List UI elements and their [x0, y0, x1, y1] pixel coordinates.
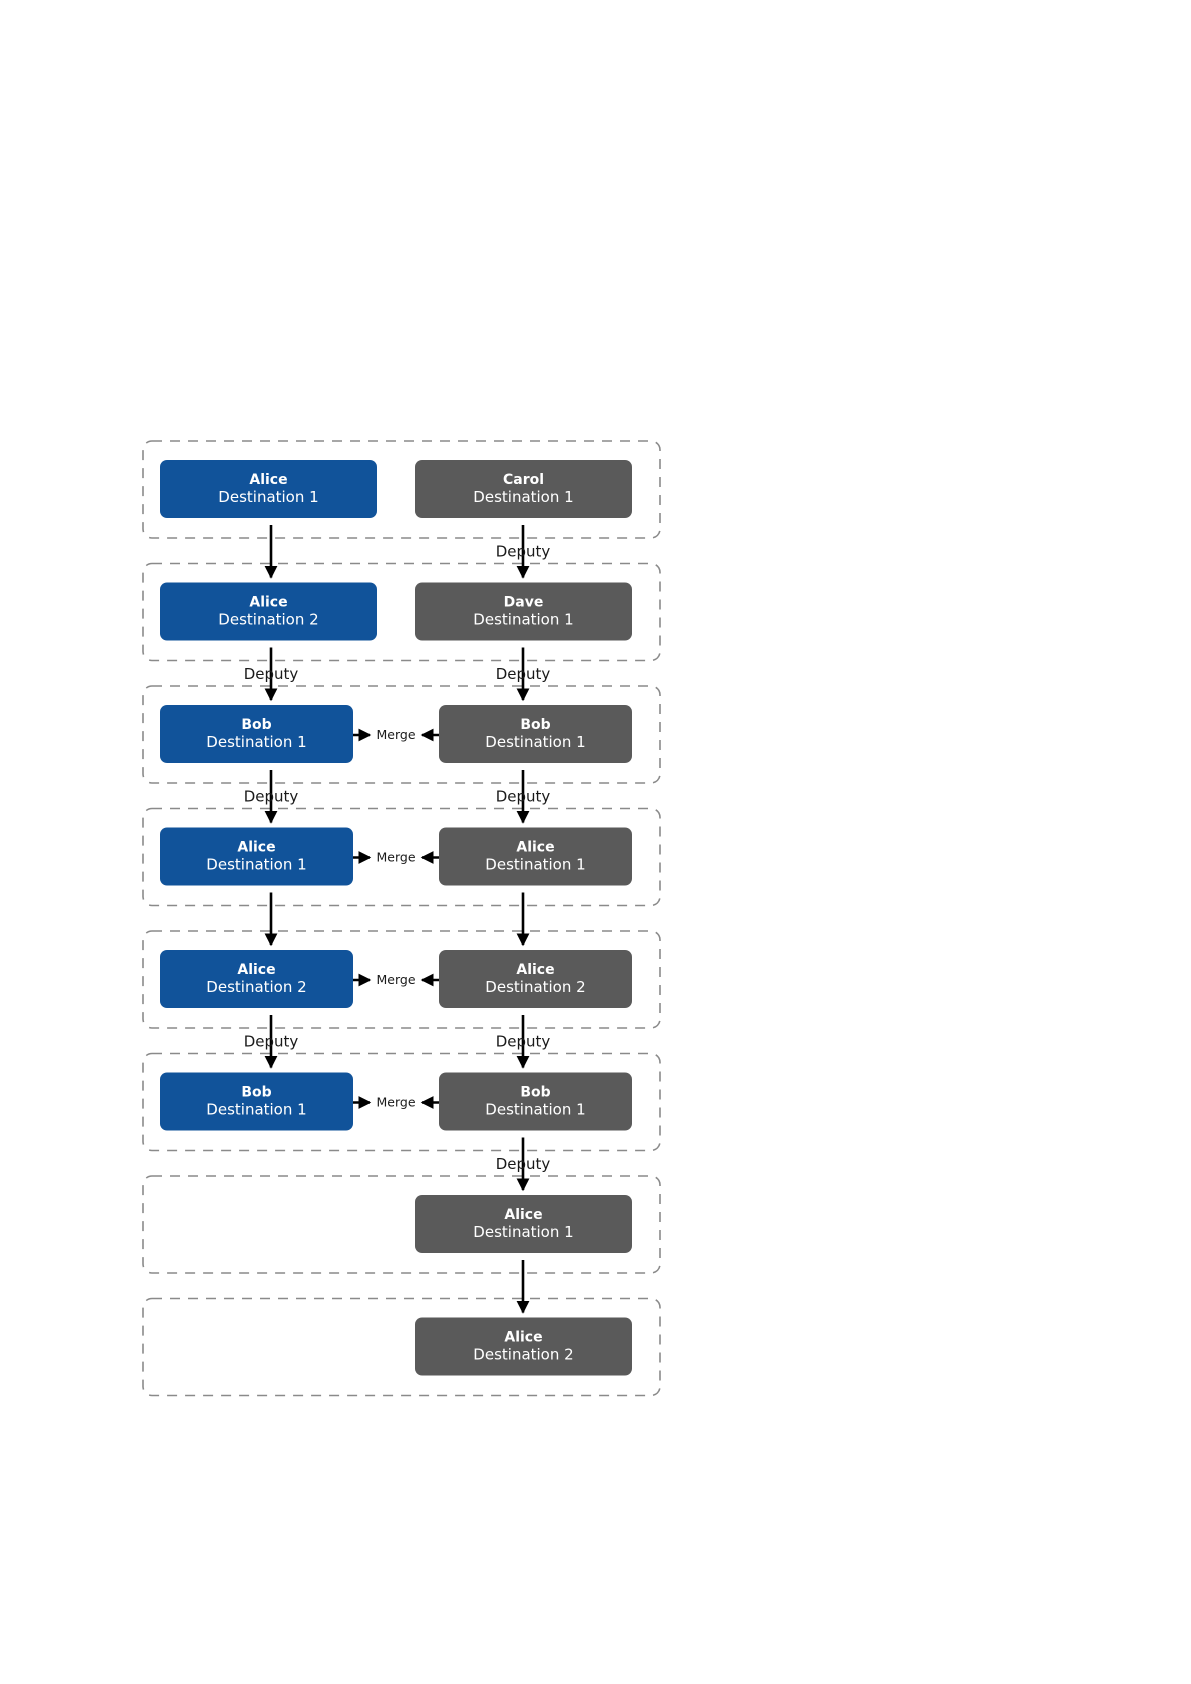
node-destination-label: Destination 1 [206, 856, 306, 874]
stage-box-1 [142, 440, 661, 539]
node-box [160, 582, 377, 641]
node-destination-label: Destination 1 [473, 1223, 573, 1241]
stage-box-8 [142, 1297, 661, 1397]
node-name-label: Bob [520, 1085, 550, 1101]
edge-label-deputy: Deputy [496, 665, 551, 683]
node-box [160, 827, 353, 886]
node-name-label: Alice [249, 595, 287, 611]
merge-label: Merge [376, 1095, 415, 1110]
stage-box-6 [142, 1052, 661, 1152]
node-box [415, 582, 632, 641]
edge-label-deputy: Deputy [244, 1032, 299, 1050]
node-destination-label: Destination 1 [206, 1101, 306, 1119]
node-box [439, 705, 632, 763]
stage-box-5 [142, 930, 661, 1029]
node-box [415, 460, 632, 518]
node-destination-label: Destination 1 [485, 1101, 585, 1119]
stage-layer [142, 440, 661, 1397]
stage-box-7 [142, 1175, 661, 1274]
merge-label: Merge [376, 972, 415, 987]
node-destination-label: Destination 2 [218, 611, 318, 629]
node-name-label: Alice [516, 962, 554, 978]
node-destination-label: Destination 2 [206, 978, 306, 996]
node-name-label: Carol [503, 472, 544, 488]
node-name-label: Alice [249, 472, 287, 488]
node-destination-label: Destination 1 [485, 733, 585, 751]
node-name-label: Bob [241, 1085, 271, 1101]
node-destination-label: Destination 1 [473, 488, 573, 506]
node-name-label: Alice [237, 962, 275, 978]
edge-label-deputy: Deputy [496, 1155, 551, 1173]
node-destination-label: Destination 2 [473, 1346, 573, 1364]
node-destination-label: Destination 1 [218, 488, 318, 506]
edge-label-deputy: Deputy [244, 787, 299, 805]
node-destination-label: Destination 1 [485, 856, 585, 874]
node-name-label: Dave [504, 595, 544, 611]
node-box [439, 827, 632, 886]
node-box [160, 705, 353, 763]
node-box [439, 1072, 632, 1131]
node-box [160, 460, 377, 518]
edge-label-deputy: Deputy [244, 665, 299, 683]
node-destination-label: Destination 2 [485, 978, 585, 996]
merge-label: Merge [376, 727, 415, 742]
node-destination-label: Destination 1 [206, 733, 306, 751]
node-destination-label: Destination 1 [473, 611, 573, 629]
stage-box-2 [142, 562, 661, 662]
node-name-label: Bob [241, 717, 271, 733]
node-box [160, 950, 353, 1008]
stage-box-3 [142, 685, 661, 784]
merge-label: Merge [376, 850, 415, 865]
node-name-label: Alice [504, 1207, 542, 1223]
stage-box-4 [142, 807, 661, 907]
node-box [415, 1317, 632, 1376]
node-box [439, 950, 632, 1008]
node-name-label: Alice [237, 840, 275, 856]
node-box [415, 1195, 632, 1253]
edge-label-deputy: Deputy [496, 1032, 551, 1050]
node-name-label: Alice [504, 1330, 542, 1346]
edge-label-deputy: Deputy [496, 542, 551, 560]
node-box [160, 1072, 353, 1131]
node-name-label: Alice [516, 840, 554, 856]
node-name-label: Bob [520, 717, 550, 733]
edge-label-deputy: Deputy [496, 787, 551, 805]
